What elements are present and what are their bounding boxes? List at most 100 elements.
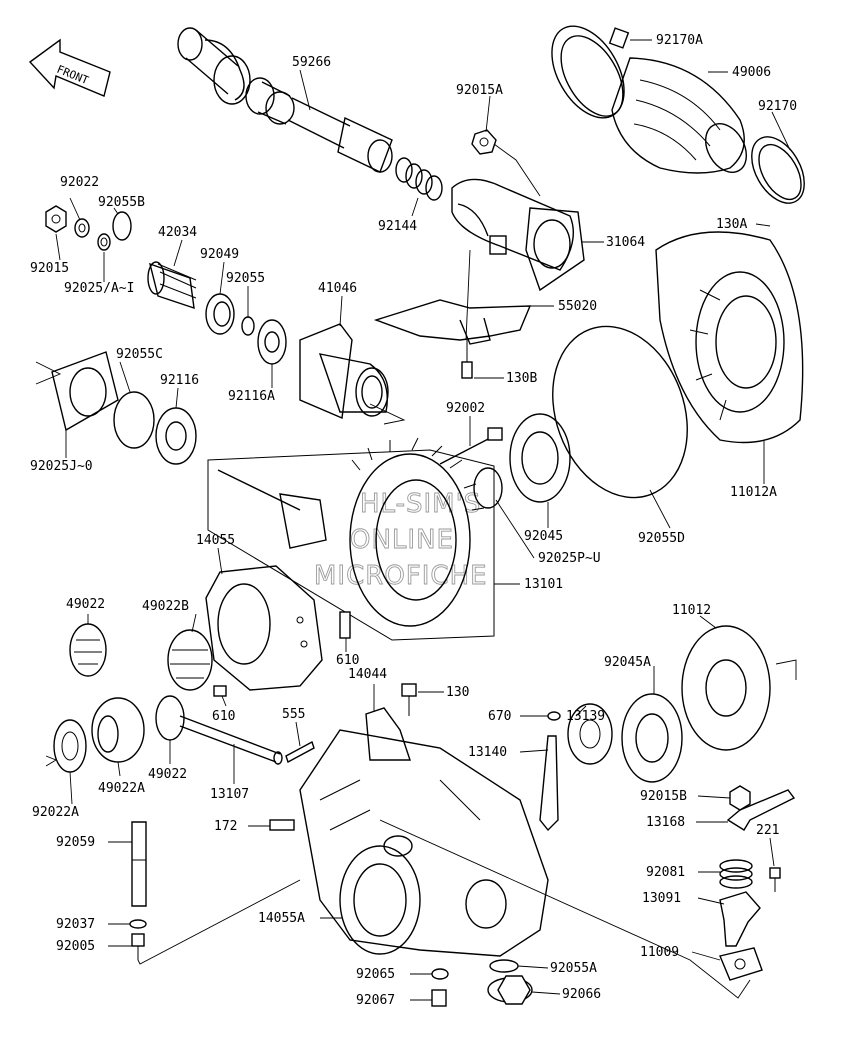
label-59266[interactable]: 59266 bbox=[292, 55, 331, 70]
label-49022b[interactable]: 49022B bbox=[142, 599, 189, 614]
label-670[interactable]: 670 bbox=[488, 709, 511, 724]
bearing-92116a-part[interactable] bbox=[257, 319, 287, 365]
label-555[interactable]: 555 bbox=[282, 707, 305, 722]
boot-part[interactable] bbox=[537, 14, 815, 212]
label-41046[interactable]: 41046 bbox=[318, 281, 357, 296]
label-92015b[interactable]: 92015B bbox=[640, 789, 687, 804]
housing-31064-part[interactable] bbox=[451, 178, 585, 292]
label-130b[interactable]: 130B bbox=[506, 371, 537, 386]
label-92045a[interactable]: 92045A bbox=[604, 655, 651, 670]
label-49006[interactable]: 49006 bbox=[732, 65, 771, 80]
label-92049[interactable]: 92049 bbox=[200, 247, 239, 262]
holder-13091-part[interactable] bbox=[719, 891, 761, 947]
label-92065[interactable]: 92065 bbox=[356, 967, 395, 982]
label-13168[interactable]: 13168 bbox=[646, 815, 685, 830]
label-13139[interactable]: 13139 bbox=[566, 709, 605, 724]
label-11009[interactable]: 11009 bbox=[640, 945, 679, 960]
label-92170[interactable]: 92170 bbox=[758, 99, 797, 114]
label-13101[interactable]: 13101 bbox=[524, 577, 563, 592]
label-172[interactable]: 172 bbox=[214, 819, 237, 834]
label-92037[interactable]: 92037 bbox=[56, 917, 95, 932]
gear-49022-part[interactable] bbox=[69, 623, 107, 677]
label-11012[interactable]: 11012 bbox=[672, 603, 711, 618]
shaft-13107-part[interactable] bbox=[179, 715, 283, 765]
washer-92065-part[interactable] bbox=[431, 968, 449, 980]
gear-49022a-part[interactable] bbox=[91, 697, 145, 763]
drive-shaft-part[interactable] bbox=[177, 27, 393, 173]
lever-13168-part[interactable] bbox=[726, 789, 796, 831]
label-13140[interactable]: 13140 bbox=[468, 745, 507, 760]
gear-13139-part[interactable] bbox=[567, 703, 613, 765]
label-92005[interactable]: 92005 bbox=[56, 939, 95, 954]
label-92116[interactable]: 92116 bbox=[160, 373, 199, 388]
label-92002[interactable]: 92002 bbox=[446, 401, 485, 416]
bracket-14044-part[interactable] bbox=[365, 707, 411, 761]
washer-92022-part[interactable] bbox=[74, 218, 90, 238]
gear-case-14055a-part[interactable] bbox=[299, 729, 549, 957]
label-92025p-u[interactable]: 92025P~U bbox=[538, 551, 601, 566]
label-55020[interactable]: 55020 bbox=[558, 299, 597, 314]
cover-11012-part[interactable] bbox=[681, 625, 771, 751]
spring-92081-part[interactable] bbox=[719, 859, 753, 889]
label-14055a[interactable]: 14055A bbox=[258, 911, 305, 926]
spring-part[interactable] bbox=[395, 157, 443, 201]
bolt-130b-part[interactable] bbox=[461, 340, 473, 379]
pin-555-part[interactable] bbox=[285, 740, 315, 764]
nut-92015-part[interactable] bbox=[45, 205, 67, 233]
plate-55020-part[interactable] bbox=[373, 299, 532, 345]
bolt-130-part[interactable] bbox=[401, 683, 417, 716]
bearing-92049-part[interactable] bbox=[205, 293, 235, 335]
gear-49022b-part[interactable] bbox=[167, 629, 213, 691]
cover-11012a-part[interactable] bbox=[655, 231, 804, 444]
label-14044[interactable]: 14044 bbox=[348, 667, 387, 682]
o-ring-92055d-part[interactable] bbox=[530, 307, 710, 516]
diff-case-14055-part[interactable] bbox=[205, 565, 323, 691]
label-92055d[interactable]: 92055D bbox=[638, 531, 685, 546]
bearing-92045a-part[interactable] bbox=[621, 693, 683, 783]
label-92055b[interactable]: 92055B bbox=[98, 195, 145, 210]
label-92066[interactable]: 92066 bbox=[562, 987, 601, 1002]
label-92015[interactable]: 92015 bbox=[30, 261, 69, 276]
plug-92066-part[interactable] bbox=[487, 975, 533, 1005]
label-13107[interactable]: 13107 bbox=[210, 787, 249, 802]
label-92055a[interactable]: 92055A bbox=[550, 961, 597, 976]
label-49022-lower[interactable]: 49022 bbox=[148, 767, 187, 782]
shaft-13140-part[interactable] bbox=[539, 735, 559, 832]
nut-92015b-part[interactable] bbox=[729, 785, 751, 811]
label-42034[interactable]: 42034 bbox=[158, 225, 197, 240]
bolt-92005-part[interactable] bbox=[131, 933, 145, 960]
label-92022[interactable]: 92022 bbox=[60, 175, 99, 190]
label-14055[interactable]: 14055 bbox=[196, 533, 235, 548]
stud-172-part[interactable] bbox=[269, 819, 295, 831]
housing-41046-part[interactable] bbox=[299, 323, 389, 420]
clip-92037-part[interactable] bbox=[129, 919, 147, 929]
gear-set-13101-part[interactable] bbox=[207, 437, 495, 641]
label-49022a[interactable]: 49022A bbox=[98, 781, 145, 796]
label-92045[interactable]: 92045 bbox=[524, 529, 563, 544]
tube-92059-part[interactable] bbox=[131, 821, 147, 907]
o-ring-92055-part[interactable] bbox=[241, 316, 255, 336]
washer-92022a-part[interactable] bbox=[53, 719, 87, 773]
o-ring-92055b-part[interactable] bbox=[112, 211, 132, 241]
label-92022a[interactable]: 92022A bbox=[32, 805, 79, 820]
label-11012a[interactable]: 11012A bbox=[730, 485, 777, 500]
label-49022[interactable]: 49022 bbox=[66, 597, 105, 612]
label-13091[interactable]: 13091 bbox=[642, 891, 681, 906]
o-ring-92055a-part[interactable] bbox=[489, 959, 519, 973]
label-92055[interactable]: 92055 bbox=[226, 271, 265, 286]
bolt-92067-part[interactable] bbox=[431, 989, 447, 1007]
label-31064[interactable]: 31064 bbox=[606, 235, 645, 250]
o-ring-92055c-part[interactable] bbox=[113, 391, 155, 449]
label-92015a[interactable]: 92015A bbox=[456, 83, 503, 98]
label-92170a[interactable]: 92170A bbox=[656, 33, 703, 48]
label-92067[interactable]: 92067 bbox=[356, 993, 395, 1008]
label-92116a[interactable]: 92116A bbox=[228, 389, 275, 404]
shim-92025-part[interactable] bbox=[97, 233, 111, 251]
label-92144[interactable]: 92144 bbox=[378, 219, 417, 234]
shim-92025p-part[interactable] bbox=[473, 467, 503, 509]
label-610-upper[interactable]: 610 bbox=[336, 653, 359, 668]
label-610-lower[interactable]: 610 bbox=[212, 709, 235, 724]
gasket-92025j-part[interactable] bbox=[51, 351, 119, 432]
label-92081[interactable]: 92081 bbox=[646, 865, 685, 880]
pinion-42034-part[interactable] bbox=[147, 261, 197, 310]
